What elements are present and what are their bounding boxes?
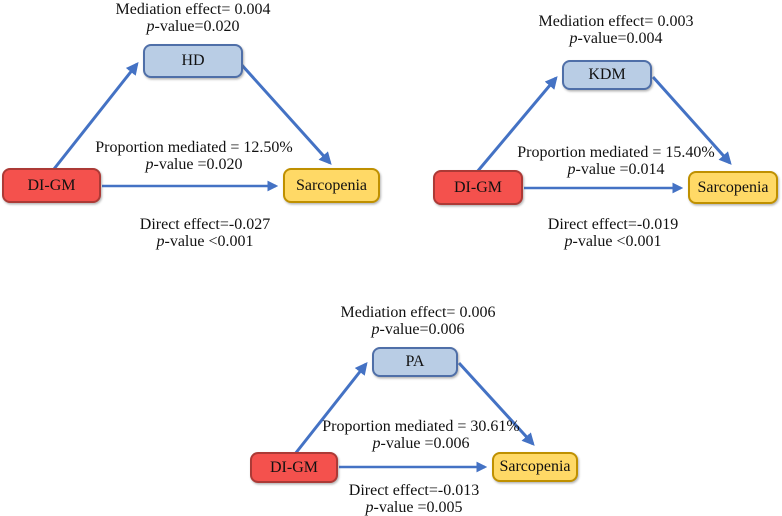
direct-effect-pvalue: p-value <0.001: [498, 233, 728, 250]
p-symbol: p: [567, 161, 576, 178]
exposure-box-digm: DI-GM: [2, 168, 101, 203]
direct-effect-value: Direct effect=-0.027: [139, 216, 271, 233]
mediation-effect-label: Mediation effect= 0.004 p-value=0.020: [78, 1, 308, 35]
outcome-box-sarcopenia: Sarcopenia: [283, 168, 380, 203]
p-symbol: p: [371, 321, 380, 338]
p-rest: -value =0.014: [575, 161, 665, 178]
proportion-mediated-value: Proportion mediated = 12.50%: [95, 139, 293, 156]
direct-effect-label: Direct effect=-0.027 p-value <0.001: [95, 216, 315, 250]
outcome-box-sarcopenia: Sarcopenia: [492, 452, 578, 482]
mediation-effect-label: Mediation effect= 0.006 p-value=0.006: [303, 304, 533, 338]
direct-effect-value: Direct effect=-0.019: [547, 216, 679, 233]
p-rest: -value =0.005: [373, 499, 463, 516]
proportion-mediated-pvalue: p-value =0.006: [306, 435, 536, 452]
mediator-box-pa: PA: [372, 347, 458, 377]
direct-effect-value: Direct effect=-0.013: [348, 482, 480, 499]
p-rest: -value =0.006: [380, 435, 470, 452]
p-rest: -value=0.006: [379, 321, 465, 338]
p-rest: -value=0.004: [577, 30, 663, 47]
p-symbol: p: [365, 499, 374, 516]
mediation-effect-value: Mediation effect= 0.004: [115, 1, 271, 18]
direct-effect-pvalue: p-value =0.005: [299, 499, 529, 516]
mediation-effect-pvalue: p-value=0.020: [78, 18, 308, 35]
p-symbol: p: [156, 233, 165, 250]
proportion-mediated-pvalue: p-value =0.014: [501, 161, 731, 178]
mediation-effect-value: Mediation effect= 0.003: [538, 13, 694, 30]
p-symbol: p: [372, 435, 381, 452]
proportion-mediated-label: Proportion mediated = 15.40% p-value =0.…: [501, 144, 731, 178]
proportion-mediated-value: Proportion mediated = 15.40%: [517, 144, 715, 161]
p-symbol: p: [564, 233, 573, 250]
p-symbol: p: [145, 156, 154, 173]
proportion-mediated-label: Proportion mediated = 12.50% p-value =0.…: [78, 139, 310, 173]
mediator-box-hd: HD: [143, 44, 243, 78]
p-symbol: p: [146, 18, 155, 35]
outcome-box-sarcopenia: Sarcopenia: [688, 171, 778, 204]
p-rest: -value=0.020: [154, 18, 240, 35]
exposure-box-digm: DI-GM: [250, 452, 338, 483]
direct-effect-label: Direct effect=-0.013 p-value =0.005: [299, 482, 529, 516]
proportion-mediated-value: Proportion mediated = 30.61%: [322, 418, 520, 435]
p-symbol: p: [569, 30, 578, 47]
proportion-mediated-label: Proportion mediated = 30.61% p-value =0.…: [306, 418, 536, 452]
p-rest: -value <0.001: [164, 233, 254, 250]
direct-effect-label: Direct effect=-0.019 p-value <0.001: [498, 216, 728, 250]
mediation-effect-label: Mediation effect= 0.003 p-value=0.004: [501, 13, 731, 47]
direct-effect-pvalue: p-value <0.001: [95, 233, 315, 250]
proportion-mediated-pvalue: p-value =0.020: [78, 156, 310, 173]
mediation-effect-pvalue: p-value=0.004: [501, 30, 731, 47]
mediation-effect-pvalue: p-value=0.006: [303, 321, 533, 338]
mediator-box-kdm: KDM: [562, 60, 652, 90]
mediation-effect-value: Mediation effect= 0.006: [340, 304, 496, 321]
p-rest: -value =0.020: [153, 156, 243, 173]
exposure-box-digm: DI-GM: [433, 170, 523, 205]
p-rest: -value <0.001: [572, 233, 662, 250]
